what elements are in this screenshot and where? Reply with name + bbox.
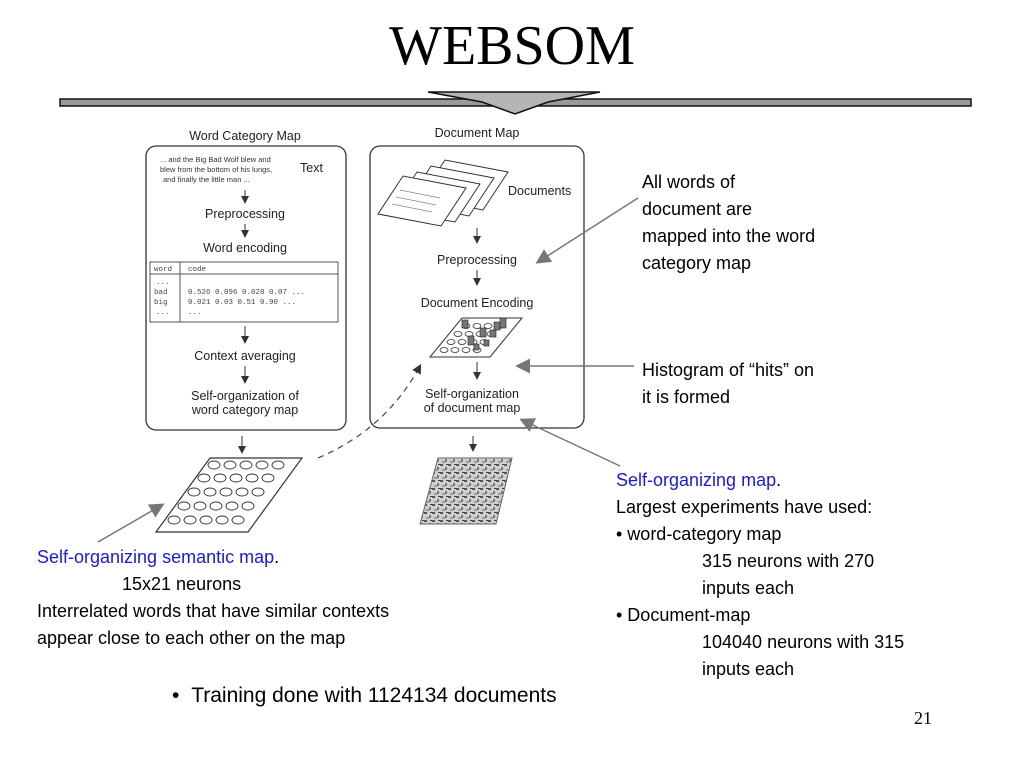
words-mapped-note: All words of document are mapped into th…: [642, 172, 816, 273]
table-cell: 0.526 0.096 0.028 0.07 ...: [188, 289, 305, 297]
table-cell: ...: [188, 309, 202, 317]
semantic-desc-line: Interrelated words that have similar con…: [37, 601, 390, 621]
histogram-note: Histogram of “hits” on it is formed: [642, 360, 815, 407]
wm-preprocessing: Preprocessing: [205, 207, 285, 221]
document-map-header: Document Map: [435, 126, 520, 140]
annotation-arrow: [97, 503, 165, 543]
text-label: Text: [300, 161, 323, 175]
semantic-title: Self-organizing semantic map: [37, 547, 275, 567]
table-header-word: word: [154, 266, 172, 274]
sample-text-line: ... and the Big Bad Wolf blew and: [160, 155, 271, 164]
document-map-box: [369, 145, 585, 429]
som-note: Self-organizing map. Largest experiments…: [616, 467, 1016, 683]
training-bullet: • Training done with 1124134 documents: [172, 684, 557, 707]
table-cell: 0.021 0.03 0.51 0.90 ...: [188, 299, 296, 307]
dm-self-org-line1: Self-organization: [425, 387, 519, 401]
table-cell: ...: [156, 309, 170, 317]
sample-text-line: and finally the little man ...: [163, 175, 250, 184]
word-map-header: Word Category Map: [189, 129, 301, 143]
table-cell: big: [154, 299, 168, 307]
title-divider: [59, 91, 972, 115]
word-encoding: Word encoding: [203, 241, 287, 255]
slide-title: WEBSOM: [389, 15, 635, 77]
semantic-size: 15x21 neurons: [122, 574, 242, 594]
sample-text-line: blew from the bottom of his lungs,: [160, 165, 272, 174]
table-cell: ...: [156, 279, 170, 287]
semantic-map-grid: [154, 457, 304, 533]
wc-bullet: • word-category map: [616, 524, 782, 544]
annotation-arrow: [535, 197, 639, 264]
word-map-box: [145, 145, 347, 431]
wc-detail-line: inputs each: [702, 578, 795, 598]
documents-stack-icon: [377, 159, 509, 227]
som-intro: Largest experiments have used:: [616, 497, 873, 517]
semantic-map-note: Self-organizing semantic map. 15x21 neur…: [37, 544, 557, 652]
dm-detail-line: 104040 neurons with 315: [702, 632, 905, 652]
table-cell: bad: [154, 289, 168, 297]
page-number: 21: [914, 708, 932, 728]
som-title: Self-organizing map: [616, 470, 777, 490]
dm-detail-line: inputs each: [702, 659, 795, 679]
documents-label: Documents: [508, 184, 571, 198]
histogram-grid-icon: [428, 317, 524, 358]
wm-self-org-line2: word category map: [191, 403, 298, 417]
wm-self-org-line1: Self-organization of: [191, 389, 299, 403]
table-header-code: code: [188, 266, 206, 274]
document-encoding: Document Encoding: [421, 296, 534, 310]
word-code-table: word code ... bad 0.526 0.096 0.028 0.07…: [149, 261, 339, 323]
dm-bullet: • Document-map: [616, 605, 751, 625]
dashed-link-arrow: [317, 363, 422, 459]
context-averaging: Context averaging: [194, 349, 296, 363]
bullet-dot: •: [172, 684, 180, 707]
dm-self-org-line2: of document map: [424, 401, 521, 415]
dm-preprocessing: Preprocessing: [437, 253, 517, 267]
annotation-arrow: [519, 418, 621, 467]
document-map-texture: [419, 457, 513, 525]
wc-detail-line: 315 neurons with 270: [702, 551, 875, 571]
semantic-desc-line: appear close to each other on the map: [37, 628, 346, 648]
